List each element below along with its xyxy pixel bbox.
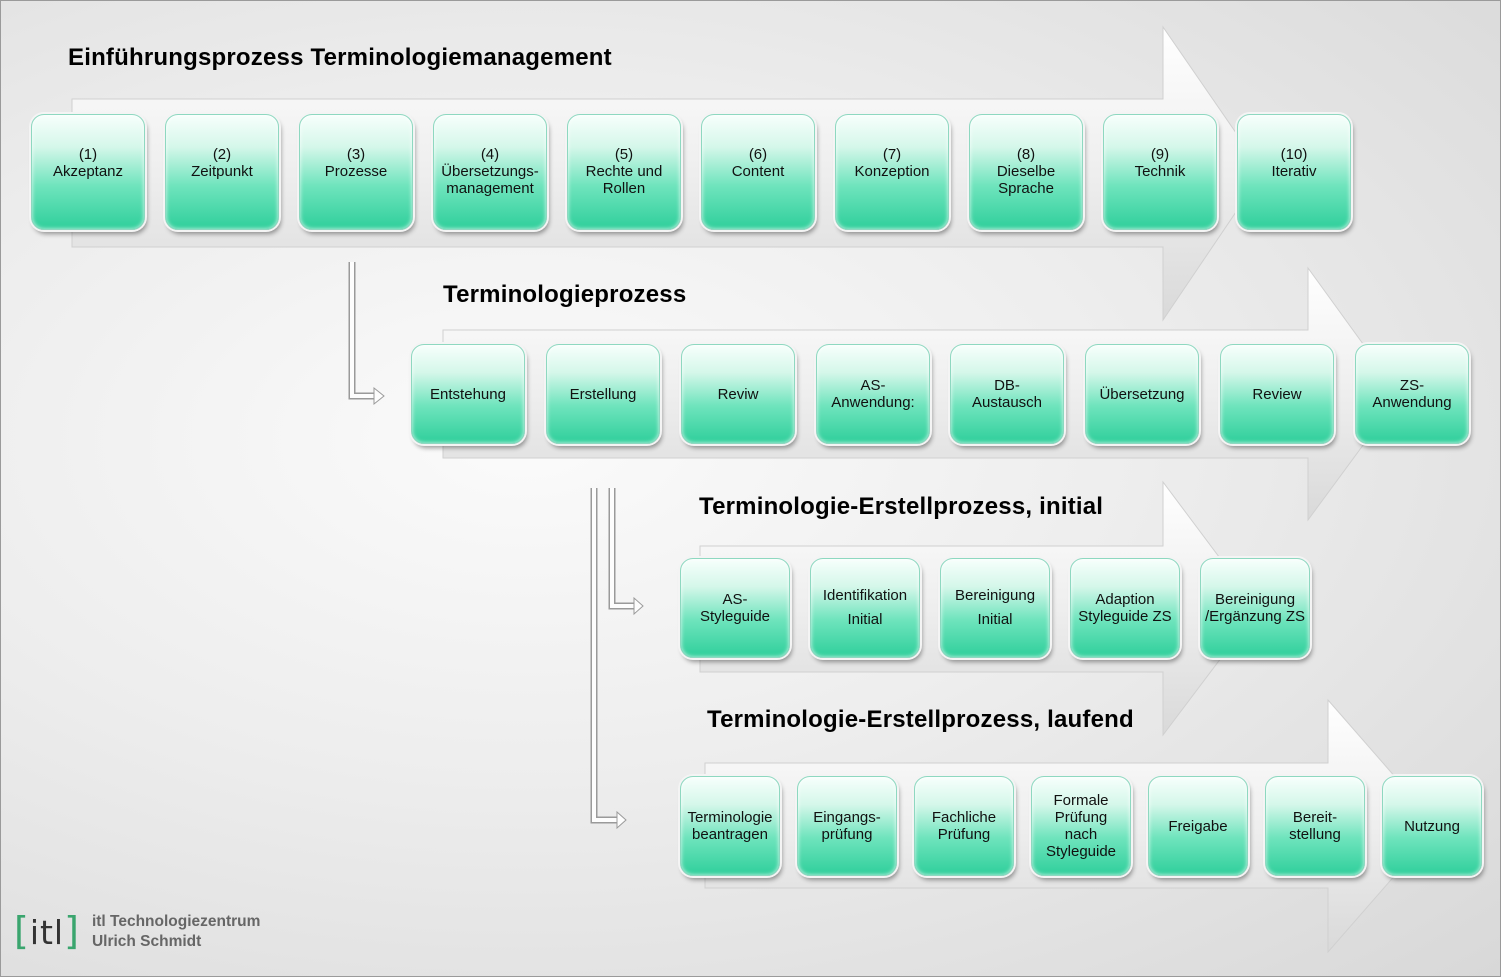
step-label: Fachliche Prüfung	[931, 809, 997, 843]
step-db-austausch: DB- Austausch	[950, 344, 1064, 444]
step-eingangspruefung: Eingangs- prüfung	[797, 776, 897, 876]
step-label: (7) Konzeption	[854, 146, 930, 180]
step-label: Formale Prüfung nach Styleguide	[1045, 792, 1117, 860]
step-label: ZS- Anwendung	[1372, 377, 1452, 411]
step-as-anwendung: AS- Anwendung:	[816, 344, 930, 444]
step-iterativ: (10) Iterativ	[1237, 114, 1351, 230]
step-label: Freigabe	[1168, 817, 1228, 835]
step-label: (8) Dieselbe Sprache	[996, 146, 1056, 197]
step-label: (10) Iterativ	[1271, 146, 1317, 180]
step-entstehung: Entstehung	[411, 344, 525, 444]
step-reviw: Reviw	[681, 344, 795, 444]
step-label: Identifikation Initial	[822, 587, 908, 628]
step-bereinigung-initial: Bereinigung Initial	[940, 558, 1050, 658]
logo-line-2: Ulrich Schmidt	[91, 933, 202, 950]
title-erstellprozess-initial: Terminologie-Erstellprozess, initial	[699, 493, 1104, 520]
step-label: (4) Übersetzungs- management	[441, 146, 539, 197]
step-label: Terminologie beantragen	[687, 809, 773, 843]
step-freigabe: Freigabe	[1148, 776, 1248, 876]
connector-prozesse-to-terminologieprozess	[348, 262, 385, 406]
step-akzeptanz: (1) Akzeptanz	[31, 114, 145, 230]
step-label: Review	[1252, 385, 1302, 403]
company-logo: [itl] itl Technologiezentrum Ulrich Schm…	[10, 911, 260, 953]
step-uebersetzung: Übersetzung	[1085, 344, 1199, 444]
step-label: Reviw	[717, 385, 759, 403]
step-as-styleguide: AS- Styleguide	[680, 558, 790, 658]
step-label: Nutzung	[1404, 817, 1460, 835]
step-rechte-und-rollen: (5) Rechte und Rollen	[567, 114, 681, 230]
step-label: (6) Content	[731, 146, 785, 180]
step-nutzung: Nutzung	[1382, 776, 1482, 876]
itl-logo-mark: [itl]	[14, 909, 80, 953]
step-label: Entstehung	[430, 385, 506, 403]
step-identifikation-initial: Identifikation Initial	[810, 558, 920, 658]
step-bereitstellung: Bereit- stellung	[1265, 776, 1365, 876]
step-label: Bereit- stellung	[1289, 809, 1341, 843]
step-label: Bereinigung Initial	[954, 587, 1036, 628]
step-dieselbe-sprache: (8) Dieselbe Sprache	[969, 114, 1083, 230]
step-adaption-styleguide-zs: Adaption Styleguide ZS	[1070, 558, 1180, 658]
step-konzeption: (7) Konzeption	[835, 114, 949, 230]
step-review: Review	[1220, 344, 1334, 444]
step-label: (1) Akzeptanz	[52, 146, 124, 180]
step-technik: (9) Technik	[1103, 114, 1217, 230]
step-label: Bereinigung /Ergänzung ZS	[1204, 591, 1306, 625]
step-fachliche-pruefung: Fachliche Prüfung	[914, 776, 1014, 876]
step-bereinigung-ergaenzung-zs: Bereinigung /Ergänzung ZS	[1200, 558, 1310, 658]
logo-text: itl Technologiezentrum Ulrich Schmidt	[92, 912, 261, 952]
step-content: (6) Content	[701, 114, 815, 230]
title-erstellprozess-laufend: Terminologie-Erstellprozess, laufend	[707, 706, 1134, 733]
step-erstellung: Erstellung	[546, 344, 660, 444]
step-label: Adaption Styleguide ZS	[1078, 591, 1172, 625]
step-label: (9) Technik	[1134, 146, 1186, 180]
logo-mark-text: itl	[29, 913, 65, 952]
step-zeitpunkt: (2) Zeitpunkt	[165, 114, 279, 230]
logo-line-1: itl Technologiezentrum	[91, 913, 261, 930]
title-terminologieprozess: Terminologieprozess	[443, 281, 687, 308]
connector-to-laufend	[590, 488, 627, 830]
step-formale-pruefung: Formale Prüfung nach Styleguide	[1031, 776, 1131, 876]
step-label: Eingangs- prüfung	[813, 809, 881, 843]
step-label: (3) Prozesse	[324, 146, 388, 180]
connector-to-initial	[608, 488, 644, 616]
step-label: Übersetzung	[1099, 385, 1185, 403]
title-einfuehrungsprozess: Einführungsprozess Terminologiemanagemen…	[68, 44, 612, 71]
step-label: (2) Zeitpunkt	[191, 146, 253, 180]
step-zs-anwendung: ZS- Anwendung	[1355, 344, 1469, 444]
step-prozesse: (3) Prozesse	[299, 114, 413, 230]
step-label: DB- Austausch	[971, 377, 1043, 411]
step-label: AS- Anwendung:	[831, 377, 915, 411]
step-terminologie-beantragen: Terminologie beantragen	[680, 776, 780, 876]
step-uebersetzungsmanagement: (4) Übersetzungs- management	[433, 114, 547, 230]
step-label: (5) Rechte und Rollen	[585, 146, 663, 197]
step-label: AS- Styleguide	[699, 591, 771, 625]
step-label: Erstellung	[569, 385, 637, 403]
